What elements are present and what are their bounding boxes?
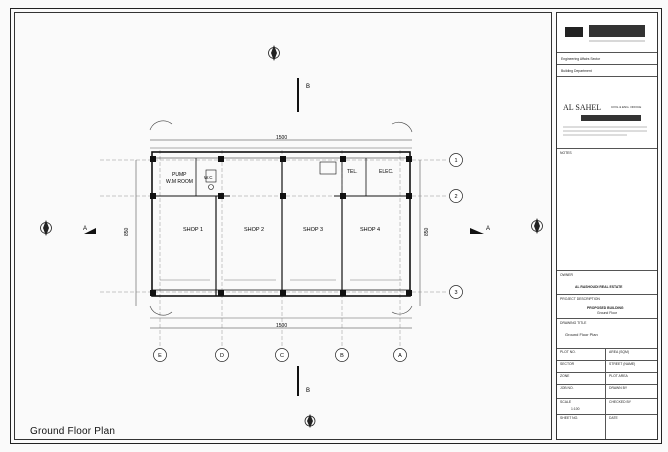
- drawn-label: DRAWN BY: [609, 386, 628, 390]
- grid-bubble-row-1: 1: [449, 153, 463, 167]
- firm-name: AL SAHEL: [563, 103, 602, 112]
- grid-bubble-col-c: C: [275, 348, 289, 362]
- municipality-logo-icon: [565, 25, 645, 42]
- grid-bubble-col-d: D: [215, 348, 229, 362]
- checked-label: CHECKED BY: [609, 400, 632, 404]
- svg-text:1: 1: [454, 158, 457, 164]
- svg-text:C: C: [280, 353, 284, 359]
- overall-dim-bottom: 1500: [276, 323, 287, 329]
- side-dim-right: 850: [424, 227, 430, 236]
- title-block: Engineering Affairs Sector Building Depa…: [556, 12, 658, 440]
- firm-area: AL SAHEL CIVIL & ENG. OFFICE: [557, 77, 657, 149]
- dept-line-1: Engineering Affairs Sector: [561, 57, 601, 61]
- section-mark-a-right: A: [486, 226, 490, 232]
- room-shop-3: SHOP 3: [303, 227, 323, 233]
- grid-bubble-row-2: 2: [449, 189, 463, 203]
- plot-area-label: PLOT AREA: [609, 374, 628, 378]
- project-label: PROJECT DESCRIPTION: [560, 297, 600, 301]
- svg-text:2: 2: [454, 194, 457, 200]
- plot-label: PLOT NO.: [560, 350, 576, 354]
- room-pump: PUMP: [172, 172, 187, 178]
- section-mark-a-left: A: [83, 226, 87, 232]
- area-label: AREA (SQM): [609, 350, 629, 354]
- notes-label: NOTES: [560, 151, 572, 155]
- room-elec: ELEC.: [379, 169, 393, 175]
- job-label: JOB NO.: [560, 386, 574, 390]
- room-shop-2: SHOP 2: [244, 227, 264, 233]
- firm-arabic-logo-icon: [563, 115, 647, 136]
- drawing-frame: [14, 12, 552, 440]
- drawing-title-label: DRAWING TITLE: [560, 321, 587, 325]
- room-shop-4: SHOP 4: [360, 227, 380, 233]
- grid-bubble-col-a: A: [393, 348, 407, 362]
- owner-value: AL RASHOUDI REAL ESTATE: [575, 285, 623, 289]
- section-mark-b-bottom: B: [306, 388, 310, 394]
- scale-label: SCALE: [560, 400, 572, 404]
- north-arrow-icon: [531, 218, 543, 234]
- section-mark-b-top: B: [306, 84, 310, 90]
- room-tel: TEL.: [347, 169, 358, 175]
- grid-bubble-row-3: 3: [449, 285, 463, 299]
- zone-label: ZONE: [560, 374, 570, 378]
- sheet-border: [10, 8, 662, 444]
- street-label: STREET (NAME): [609, 362, 636, 366]
- sector-label: SECTOR: [560, 362, 575, 366]
- svg-text:A: A: [398, 353, 402, 359]
- logo-area: [557, 13, 657, 53]
- north-arrow-icon: [40, 220, 52, 236]
- north-arrow-icon: [304, 414, 316, 428]
- grid-bubble-col-b: B: [335, 348, 349, 362]
- project-value: PROPOSED BUILDING: [587, 306, 624, 310]
- side-dim-left: 850: [124, 227, 130, 236]
- scale-value: 1:100: [571, 407, 580, 411]
- north-arrow-icon: [268, 45, 280, 61]
- overall-dim-top: 1500: [276, 135, 287, 141]
- drawing-title-value: Ground Floor Plan: [565, 332, 598, 337]
- dept-line-2: Building Department: [561, 69, 592, 73]
- svg-text:3: 3: [454, 290, 457, 296]
- room-wc: W.C: [204, 175, 213, 180]
- firm-tag: CIVIL & ENG. OFFICE: [611, 105, 642, 109]
- room-shop-1: SHOP 1: [183, 227, 203, 233]
- svg-text:D: D: [220, 353, 224, 359]
- date-label: DATE: [609, 416, 618, 420]
- grid-bubble-col-e: E: [153, 348, 167, 362]
- owner-label: OWNER: [560, 273, 573, 277]
- project-sub: Ground Floor: [597, 311, 617, 315]
- svg-text:E: E: [158, 353, 162, 359]
- sheet-label: SHEET NO.: [560, 416, 579, 420]
- drawing-title: Ground Floor Plan: [30, 426, 116, 437]
- room-wm: W.M ROOM: [166, 179, 193, 185]
- svg-text:B: B: [340, 353, 344, 359]
